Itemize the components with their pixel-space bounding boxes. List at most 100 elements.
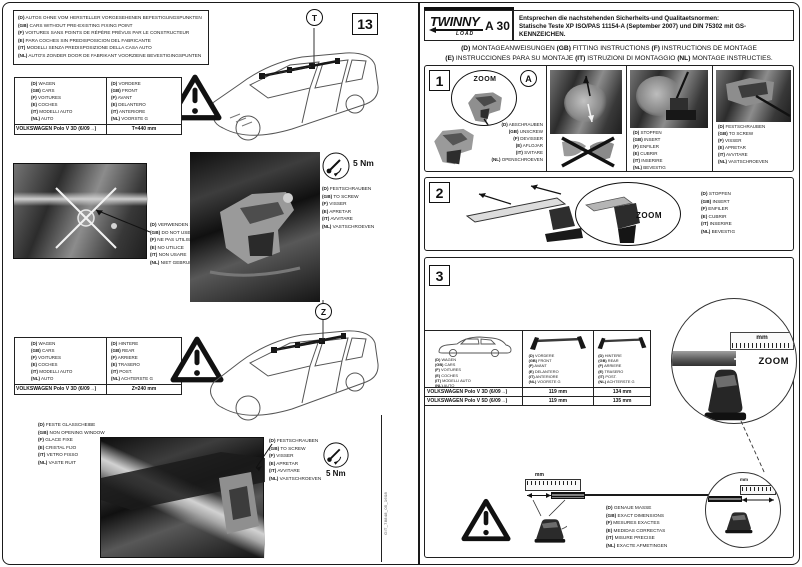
torque-wrench-icon	[322, 152, 350, 180]
tighten-labels-upper: (D) FESTSCHRAUBEN(GB) TO SCREW(F) VISSER…	[322, 185, 396, 230]
bottom-section-divider	[381, 415, 382, 562]
foot-glyph	[725, 512, 753, 534]
language-label-line: (E) DELANTERO	[528, 368, 559, 374]
pin-glyph	[666, 71, 696, 120]
language-label-line: (E) APRETAR	[269, 460, 299, 466]
clamp-silhouette	[209, 192, 301, 277]
language-label-line: (GB) CARS	[435, 362, 456, 368]
language-label-line: (IT) INSERIRE	[633, 157, 663, 163]
language-label-line: (E) DELANTERO	[111, 101, 146, 107]
step-2-number: 2	[429, 182, 450, 203]
car-side-glyph	[438, 336, 512, 357]
car-language-labels: (D) WAGEN(GB) CARS(F) VOITURES(E) COCHES…	[15, 338, 107, 384]
bar-end-section	[708, 496, 742, 502]
language-label-line: (F) VISSER	[718, 137, 742, 143]
language-label-line: (GB) TO SCREW	[322, 193, 359, 199]
spec-table-header: (D) WAGEN(GB) CARS(F) VOITURES(E) COCHES…	[15, 338, 181, 384]
standards-note: Entsprechen die nachstehenden Sicherheit…	[513, 10, 794, 41]
language-label-line: (E) AFLOJAR	[515, 142, 543, 148]
ruler-mm-label: mm	[535, 472, 544, 478]
ruler	[525, 479, 581, 491]
measure-arrow	[742, 497, 774, 503]
language-label-line: (E) MEDIDAS CORRECTAS	[606, 527, 666, 533]
foot-glyph	[704, 369, 747, 421]
language-label-line: (GB) INSERT	[633, 136, 661, 142]
car-model-cell: VOLKSWAGEN Polo V 3D (6/09→)	[425, 388, 523, 396]
crossed-out-mark	[55, 187, 117, 249]
zoom-bubble-small: mm	[705, 472, 781, 548]
language-label-line: (NL) VASTSCHROEVEN	[718, 158, 769, 164]
rear-length-cell: 135 mm	[612, 398, 632, 404]
language-label-line: (D) FESTE GLASSCHEIBE	[38, 422, 96, 427]
clamp-glyph	[434, 128, 474, 165]
language-label-line: (IT) POST.	[111, 368, 133, 374]
spec-table-header: (D) WAGEN(GB) CARS(F) VOITURES(E) COCHES…	[15, 78, 181, 124]
torque-wrench-icon	[323, 442, 349, 468]
language-label-line: (E) APRETAR	[718, 144, 746, 150]
warning-triangle-icon	[461, 498, 511, 542]
language-label-line: (GB) FRONT	[528, 358, 552, 364]
language-label-line: (E) PARA COCHES SIN PREDISPOSICION DEL F…	[18, 37, 151, 43]
rear-language-labels: (D) HINTERE(GB) REAR(F) ARRIERE(E) TRASE…	[594, 353, 650, 384]
foot-detail-glyph	[585, 196, 640, 243]
zoom-bubble-large: mm ZOOM	[671, 298, 797, 424]
language-label-line: (E) CRISTAL FIJO	[38, 444, 77, 450]
screw-rod-photo	[716, 70, 791, 122]
language-label-line: (F) GLACE FIXE	[38, 437, 73, 442]
language-label-line: (GB) CARS	[31, 347, 55, 353]
instructions-title-line-1: (D) MONTAGEANWEISUNGEN (GB) FITTING INST…	[461, 45, 757, 52]
panel-divider	[546, 66, 547, 171]
language-label-line: (NL) VOORSTE G	[528, 379, 561, 385]
ruler-ticks	[742, 487, 774, 491]
front-length-cell: 119 mm	[523, 397, 595, 405]
panel-divider	[626, 66, 627, 171]
torque-value-label: 5 Nm	[353, 158, 374, 168]
language-label-line: (F) NE PAS UTILISER	[150, 237, 197, 242]
torque-value-label: 5 Nm	[326, 469, 346, 478]
language-label-line: (E) TRASERO	[111, 361, 140, 367]
language-label-line: (D) HINTERE	[598, 353, 622, 358]
front-language-labels: (D) VORDERE(GB) FRONT(F) AVANT(E) DELANT…	[523, 353, 594, 384]
language-label-line: (NL) VASTSCHROEVEN	[322, 223, 375, 229]
rear-length-cell: 134 mm	[612, 389, 632, 395]
language-label-line: (IT) MODELLI AUTO	[31, 368, 73, 374]
language-label-line: (IT) ANTERIORE	[111, 108, 146, 114]
ruler-ticks	[732, 343, 792, 348]
language-label-line: (D) VORDERE	[111, 81, 141, 86]
hand-hold-photo	[550, 70, 622, 134]
measure-diagram-left: mm	[525, 472, 609, 548]
language-label-line: (IT) VETRO FISSO	[38, 452, 79, 457]
t-dimension-marker: T	[306, 9, 323, 26]
language-label-line: (GB) TO SCREW	[269, 445, 306, 451]
rear-language-labels: (D) HINTERE(GB) REAR(F) ARRIERE(E) TRASE…	[107, 338, 181, 384]
insert-pin-photo	[630, 70, 708, 128]
language-label-line: (NL) VASTSCHROEVEN	[269, 475, 322, 481]
step-3-panel: 3 (D) WAGEN(GB) CARS(F) VOITURES(E) COCH…	[424, 257, 797, 558]
front-language-labels: (D) VORDERE(GB) FRONT(F) AVANT(E) DELANT…	[107, 78, 181, 124]
bar-end-section	[551, 492, 585, 499]
page-fold-divider	[418, 3, 420, 564]
panel-divider	[712, 66, 713, 171]
language-label-line: (F) VISSER	[322, 201, 347, 206]
language-label-line: (NL) OPENSCHROEVEN	[491, 156, 543, 162]
zoom-label: ZOOM	[758, 356, 789, 367]
language-label-line: (IT) MODELLI AUTO	[435, 377, 471, 383]
car-language-labels: (D) WAGEN(GB) CARS(F) VOITURES(E) COCHES…	[15, 78, 107, 124]
bar-length-table: (D) WAGEN(GB) CARS(F) VOITURES(E) COCHES…	[425, 330, 651, 406]
brand-logo: TWINNY LOAD A 30	[424, 10, 513, 41]
car-model-cell: VOLKSWAGEN Polo V 3D (6/09→)	[15, 125, 107, 134]
z-dimension-marker: Z	[315, 303, 332, 320]
t-dimension-cell: T=440 mm	[131, 126, 157, 132]
language-label-line: (IT) INSERIRE	[701, 221, 732, 226]
language-label-line: (GB) INSERT	[701, 198, 730, 204]
do-not-use-labels: (D) VERWENDEN SIE KEINE(GB) DO NOT USE(F…	[150, 221, 222, 266]
front-bar-spec-table: (D) WAGEN(GB) CARS(F) VOITURES(E) COCHES…	[14, 77, 182, 135]
table-header: (D) WAGEN(GB) CARS(F) VOITURES(E) COCHES…	[425, 331, 650, 388]
language-label-line: (NL) AUTO'S ZONDER DOOR DE FABRIKANT VOO…	[18, 52, 202, 58]
language-label-line: (NL) BEVESTIG	[701, 228, 736, 234]
ruler: mm	[730, 332, 794, 350]
language-label-line: (IT) POST.	[598, 373, 617, 379]
rod-glyph	[726, 78, 791, 118]
hand-highlight	[564, 84, 608, 122]
language-label-line: (NL) ACHTERSTE G	[111, 375, 154, 381]
